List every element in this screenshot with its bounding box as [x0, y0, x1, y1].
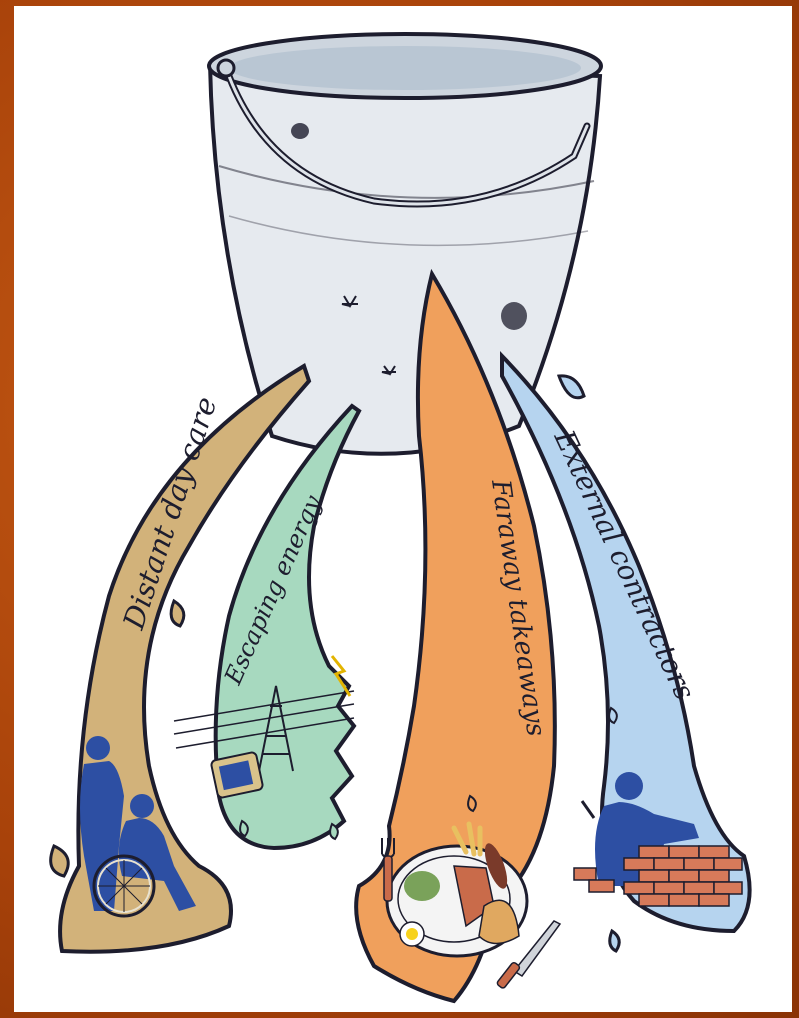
- bucket-handle-pin: [218, 60, 234, 76]
- bucket-water: [229, 46, 581, 90]
- leaky-bucket-illustration: Distant day care Escaping energy Faraway…: [14, 6, 792, 1012]
- television-icon: [211, 752, 264, 799]
- illustration-panel: Distant day care Escaping energy Faraway…: [14, 6, 792, 1012]
- bucket-hole: [291, 123, 309, 139]
- bucket-hole: [501, 302, 527, 330]
